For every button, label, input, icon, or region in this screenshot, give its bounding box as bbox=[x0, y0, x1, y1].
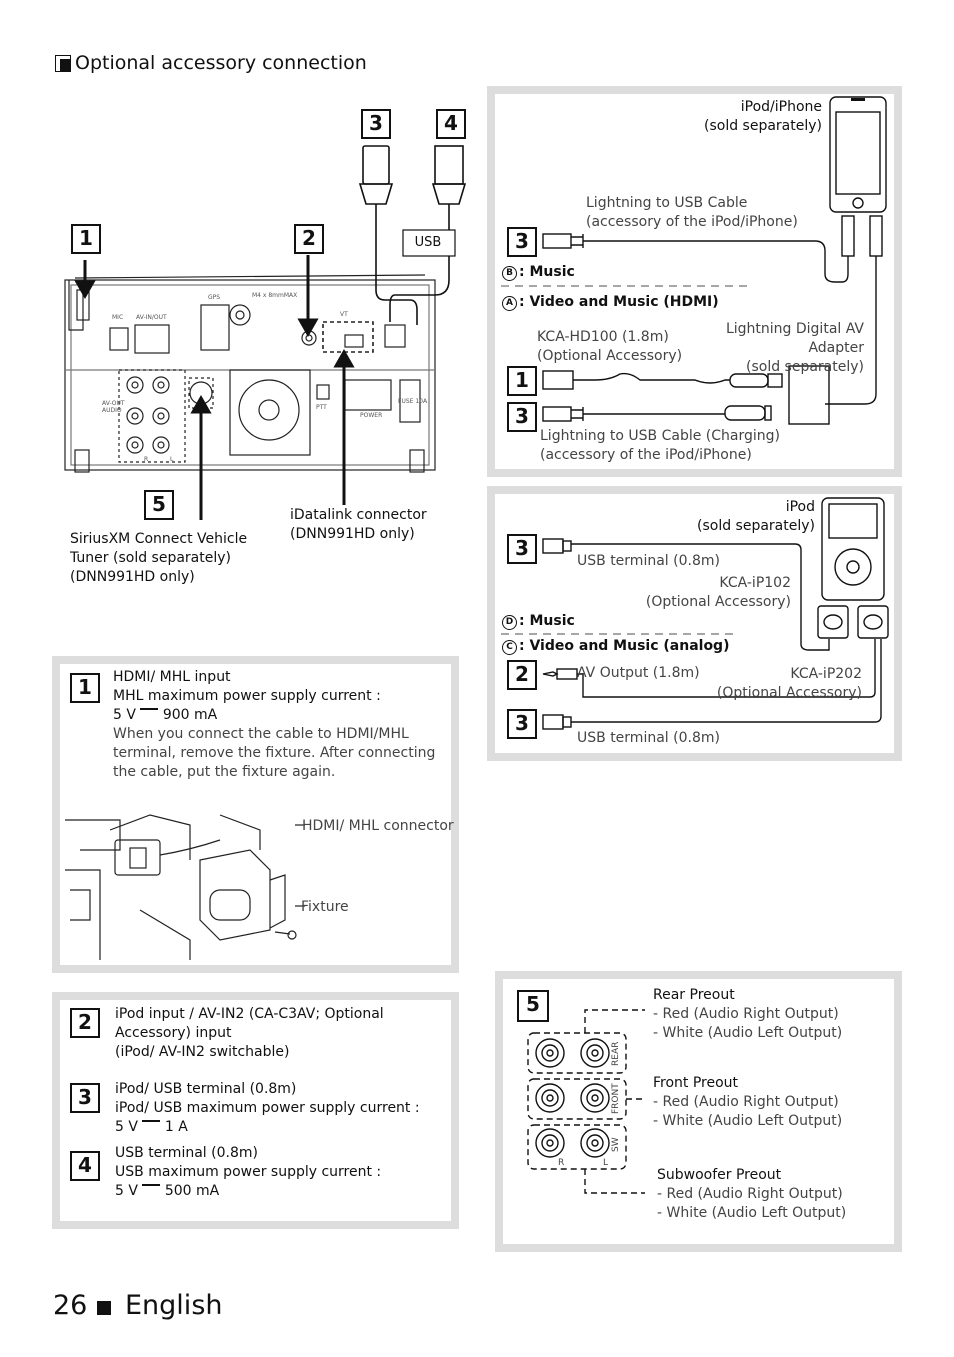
dc-symbol-icon bbox=[140, 708, 159, 718]
video-analog-label: C: Video and Music (analog) bbox=[502, 637, 729, 656]
front-preout-description: Front Preout - Red (Audio Right Output) … bbox=[653, 1075, 843, 1129]
av-out-label: AV-OUT bbox=[102, 400, 125, 407]
rear-jack-label: REAR bbox=[611, 1041, 621, 1066]
av-output-label: AV Output (1.8m) bbox=[577, 665, 700, 681]
hdmi-description: HDMI/ MHL input MHL maximum power supply… bbox=[113, 669, 436, 780]
usb-terminal-description: USB terminal (0.8m) USB maximum power su… bbox=[115, 1145, 382, 1199]
section-title: Optional accessory connection bbox=[75, 52, 367, 74]
sw-jack-label: SW bbox=[611, 1137, 621, 1152]
dc-symbol-icon bbox=[142, 1184, 161, 1194]
vt-label: VT bbox=[340, 311, 348, 318]
preout-r-label: R bbox=[558, 1158, 565, 1168]
callout-2: 2 bbox=[294, 224, 324, 254]
callout-3-ipod-music: 3 bbox=[507, 534, 537, 564]
page-language: English bbox=[125, 1290, 223, 1321]
kca-ip102-label: KCA-iP102 (Optional Accessory) bbox=[645, 575, 791, 610]
usb-cable-label: USB bbox=[414, 235, 442, 250]
video-hdmi-label: A: Video and Music (HDMI) bbox=[502, 293, 719, 312]
idatalink-caption: iDatalink connector (DNN991HD only) bbox=[290, 507, 427, 542]
music-d-label: D: Music bbox=[502, 612, 575, 631]
fuse-label: FUSE 10A bbox=[398, 398, 428, 405]
callout-5-preout: 5 bbox=[517, 990, 549, 1022]
lightning-charging-label: Lightning to USB Cable (Charging) (acces… bbox=[540, 428, 780, 463]
mic-label: MIC bbox=[112, 314, 124, 321]
rear-preout-description: Rear Preout - Red (Audio Right Output) -… bbox=[653, 987, 843, 1041]
kca-ip202-label: KCA-iP202 (Optional Accessory) bbox=[716, 666, 862, 701]
gps-label: GPS bbox=[208, 294, 221, 301]
section-marker-icon bbox=[55, 55, 71, 72]
ipod-cable-diagram bbox=[501, 497, 889, 730]
subwoofer-preout-description: Subwoofer Preout - Red (Audio Right Outp… bbox=[657, 1167, 847, 1221]
jack-l-label: L bbox=[170, 456, 174, 463]
lightning-av-adapter-label: Lightning Digital AV Adapter (sold separ… bbox=[725, 321, 864, 375]
callout-3-ipod-usb: 3 bbox=[507, 709, 537, 739]
dc-symbol-icon bbox=[142, 1120, 161, 1130]
callout-1-hdmi: 1 bbox=[507, 366, 537, 396]
audio-label: AUDIO bbox=[102, 407, 122, 414]
callout-3: 3 bbox=[361, 109, 391, 139]
callout-4: 4 bbox=[436, 109, 466, 139]
jack-r-label: R bbox=[144, 456, 149, 463]
ipod-av-in2-description: iPod input / AV-IN2 (CA-C3AV; Optional A… bbox=[115, 1006, 384, 1060]
front-jack-label: FRONT bbox=[611, 1083, 621, 1114]
callout-3-iphone-music: 3 bbox=[507, 227, 537, 257]
callout-2-usb-panel: 2 bbox=[70, 1008, 100, 1038]
ptt-label: PTT bbox=[316, 404, 327, 411]
usb-terminal-top-label: USB terminal (0.8m) bbox=[577, 553, 720, 569]
preout-l-label: L bbox=[603, 1158, 609, 1168]
hdmi-connector-label: HDMI/ MHL connector bbox=[302, 818, 454, 834]
ipod-label: iPod (sold separately) bbox=[697, 499, 815, 534]
callout-2-av-output: 2 bbox=[507, 660, 537, 690]
kca-hd100-label: KCA-HD100 (1.8m) (Optional Accessory) bbox=[537, 329, 683, 364]
callout-3-charging: 3 bbox=[507, 402, 537, 432]
footer-square-icon bbox=[97, 1301, 111, 1315]
m4-label: M4 x 8mmMAX bbox=[252, 292, 298, 299]
siriusxm-caption: SiriusXM Connect Vehicle Tuner (sold sep… bbox=[70, 531, 248, 585]
callout-5: 5 bbox=[144, 490, 174, 520]
ipod-usb-description: iPod/ USB terminal (0.8m) iPod/ USB maxi… bbox=[115, 1081, 420, 1135]
callout-3-usb-panel: 3 bbox=[70, 1083, 100, 1113]
head-unit-rear-diagram bbox=[64, 145, 467, 520]
preout-jacks-diagram bbox=[527, 1009, 645, 1194]
lightning-usb-label: Lightning to USB Cable (accessory of the… bbox=[586, 195, 798, 230]
page-number: 26 bbox=[53, 1290, 88, 1321]
hdmi-fixture-illustration bbox=[65, 814, 305, 960]
callout-1-hdmi-panel: 1 bbox=[70, 673, 100, 703]
callout-4-usb-panel: 4 bbox=[70, 1151, 100, 1181]
callout-1: 1 bbox=[71, 224, 101, 254]
av-in-out-label: AV-IN/OUT bbox=[136, 314, 167, 321]
music-b-label: B: Music bbox=[502, 263, 575, 282]
power-label: POWER bbox=[360, 412, 383, 419]
iphone-cable-diagram bbox=[501, 96, 887, 425]
usb-terminal-bottom-label: USB terminal (0.8m) bbox=[577, 730, 720, 746]
iphone-label: iPod/iPhone (sold separately) bbox=[704, 99, 822, 134]
fixture-label: Fixture bbox=[301, 899, 349, 915]
